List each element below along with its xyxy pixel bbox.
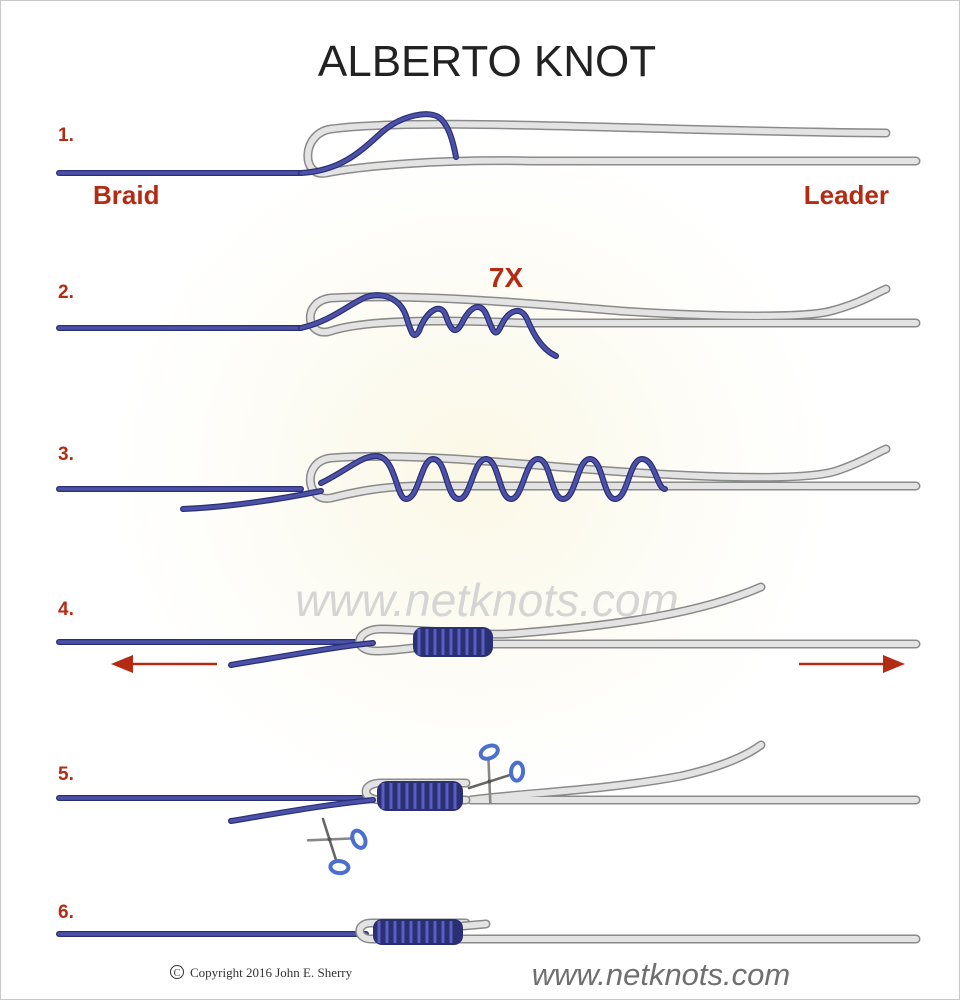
step-number-5: 5. (58, 764, 74, 785)
step-numbers: 1. 2. 3. 4. 5. 6. (58, 125, 74, 923)
step-5-illustration (56, 735, 921, 884)
copyright-notice: C Copyright 2016 John E. Sherry (170, 965, 353, 980)
arrow-right-icon (799, 655, 905, 673)
footer-website: www.netknots.com (532, 957, 790, 992)
braid-label: Braid (93, 180, 159, 210)
step-4-illustration (56, 582, 921, 673)
step-number-2: 2. (58, 282, 74, 303)
step-4-wraps (413, 627, 493, 657)
watermark: www.netknots.com (295, 574, 678, 626)
step-6-illustration (56, 918, 921, 945)
step-number-1: 1. (58, 125, 74, 146)
copyright-icon (170, 965, 184, 979)
step-number-6: 6. (58, 902, 74, 923)
step-2-illustration: 7X (56, 262, 921, 359)
copyright-text: Copyright 2016 John E. Sherry (190, 965, 353, 980)
svg-text:C: C (174, 968, 181, 979)
scissors-icon (298, 805, 376, 884)
step-number-4: 4. (58, 599, 74, 620)
wraps-count-label: 7X (489, 262, 524, 293)
arrow-left-icon (111, 655, 217, 673)
page-title: ALBERTO KNOT (318, 37, 656, 86)
step-number-3: 3. (58, 444, 74, 465)
leader-label: Leader (804, 180, 889, 210)
step-3-illustration (56, 444, 921, 512)
step-1-illustration: Braid Leader (56, 111, 921, 210)
